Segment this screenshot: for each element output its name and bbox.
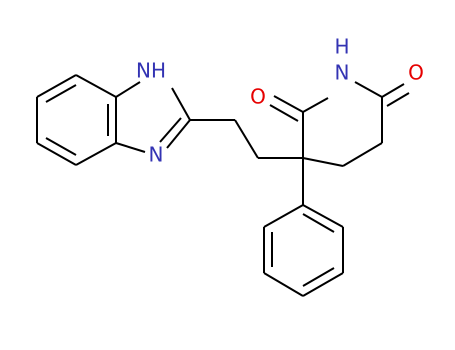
bond [302,272,344,297]
bond [75,142,117,166]
bond [386,92,410,107]
atom-oxygen-right: O [408,61,424,85]
bond [354,81,383,98]
bond [263,204,304,228]
bond [302,204,344,228]
atom-oxygen-left: O [250,85,266,109]
bond [45,84,77,103]
bond [302,213,335,233]
atom-h-imide: H [334,35,349,59]
benzimidazole-group [36,74,191,166]
atom-n-imide: N [335,61,350,85]
bond [75,74,117,98]
bond [342,142,383,167]
bond [115,142,146,153]
atom-nh-benzimidazole: NH [136,59,166,83]
bond [234,119,259,159]
ethyl-linker [190,119,303,159]
bond [263,272,304,297]
bond [302,267,335,287]
phenyl-group [263,158,344,297]
bond [381,83,405,98]
bond [36,142,77,166]
bond [159,117,182,143]
bond [36,74,77,98]
bond [166,119,191,149]
bond [302,157,344,167]
bond [171,87,191,121]
atom-n-benzimidazole: N [149,143,164,167]
bond [45,137,77,156]
bond [273,95,304,113]
bond [302,97,329,113]
glutarimide-ring [269,81,410,167]
bond [269,104,299,122]
bond [115,81,141,98]
